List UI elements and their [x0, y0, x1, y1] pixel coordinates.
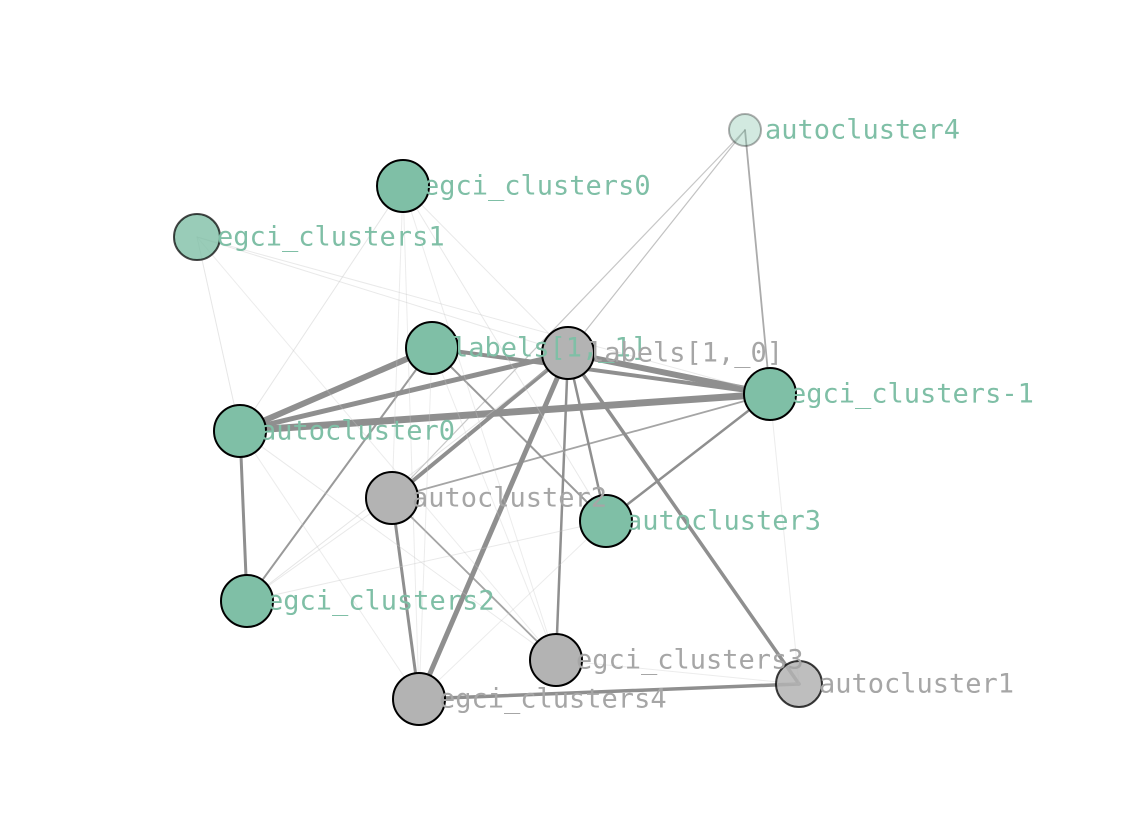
node-label-egci_clusters-1: egci_clusters-1	[790, 379, 1034, 410]
edge-autocluster2-egci_clusters4	[390, 496, 421, 701]
edge-labels_1_1-egci_clusters-1	[430, 346, 772, 396]
edge-labels_1_0-autocluster1	[566, 351, 801, 686]
edge-autocluster2-egci_clusters3	[391, 497, 557, 661]
edge-labels_1_0-autocluster3	[566, 351, 608, 523]
edge-layer	[196, 129, 801, 702]
node-label-egci_clusters4: egci_clusters4	[439, 684, 667, 715]
edge-autocluster0-egci_clusters-1	[236, 390, 774, 435]
edge-labels_1_1-egci_clusters2	[246, 347, 433, 602]
node-label-autocluster3: autocluster3	[626, 506, 821, 537]
node-layer	[173, 113, 823, 726]
edge-egci_clusters-1-autocluster1	[769, 393, 800, 685]
edge-autocluster4-autocluster2	[391, 129, 746, 499]
node-egci_clusters2[interactable]	[220, 574, 274, 628]
node-label-labels_1_0: labels[1,_0]	[588, 338, 783, 369]
edge-egci_clusters3-autocluster1	[555, 659, 800, 685]
node-label-egci_clusters0: egci_clusters0	[423, 171, 651, 202]
edge-egci_clusters0-labels_1_0	[402, 185, 569, 354]
edge-autocluster4-egci_clusters-1	[744, 129, 771, 395]
node-egci_clusters-1[interactable]	[743, 367, 797, 421]
edge-egci_clusters1-labels_1_0	[196, 236, 569, 354]
node-label-egci_clusters2: egci_clusters2	[267, 586, 495, 617]
node-autocluster3[interactable]	[579, 494, 633, 548]
node-label-autocluster1: autocluster1	[819, 669, 1014, 700]
edge-labels_1_0-egci_clusters4	[416, 350, 571, 702]
edge-autocluster2-egci_clusters-1	[391, 393, 771, 499]
edge-labels_1_1-egci_clusters4	[418, 347, 433, 700]
edge-egci_clusters0-autocluster2	[391, 185, 404, 499]
edge-autocluster0-egci_clusters3	[239, 430, 557, 661]
node-label-egci_clusters3: egci_clusters3	[576, 645, 804, 676]
edge-labels_1_0-autocluster2	[390, 351, 570, 500]
node-label-labels_1_1: labels[1,_1]	[452, 333, 647, 364]
edge-labels_1_1-egci_clusters3	[431, 347, 557, 661]
node-label-autocluster0: autocluster0	[260, 416, 455, 447]
node-egci_clusters3[interactable]	[529, 633, 583, 687]
edge-egci_clusters2-autocluster3	[246, 520, 607, 602]
edge-egci_clusters0-egci_clusters3	[402, 185, 557, 661]
edge-autocluster0-labels_1_0	[237, 350, 571, 434]
edge-egci_clusters1-autocluster0	[196, 236, 241, 432]
edge-autocluster0-egci_clusters4	[239, 430, 420, 700]
edge-autocluster4-labels_1_0	[567, 129, 746, 354]
node-egci_clusters4[interactable]	[392, 672, 446, 726]
node-autocluster4[interactable]	[728, 113, 762, 147]
node-autocluster1[interactable]	[775, 660, 823, 708]
label-layer: autocluster4 egci_clusters0 egci_clusters1…	[217, 115, 1034, 715]
node-egci_clusters1[interactable]	[173, 213, 221, 261]
edge-egci_clusters2-autocluster2	[246, 497, 393, 602]
node-label-autocluster2: autocluster2	[412, 483, 607, 514]
edge-autocluster3-egci_clusters-1	[604, 392, 772, 523]
edge-egci_clusters0-egci_clusters4	[402, 185, 420, 700]
edge-egci_clusters0-autocluster3	[402, 185, 607, 522]
edge-egci_clusters0-autocluster0	[239, 185, 404, 432]
edge-labels_1_0-egci_clusters-1	[565, 350, 773, 397]
edge-egci_clusters1-egci_clusters3	[196, 236, 557, 661]
node-autocluster2[interactable]	[365, 471, 419, 525]
edge-egci_clusters4-autocluster3	[418, 520, 607, 700]
edge-autocluster0-labels_1_1	[237, 345, 435, 434]
edge-egci_clusters1-egci_clusters-1	[196, 236, 771, 395]
node-autocluster0[interactable]	[213, 404, 267, 458]
edge-labels_1_1-autocluster3	[431, 347, 607, 522]
edge-autocluster0-egci_clusters2	[238, 429, 249, 603]
node-label-autocluster4: autocluster4	[765, 115, 960, 146]
node-labels_1_1[interactable]	[405, 321, 459, 375]
node-labels_1_0[interactable]	[541, 326, 595, 380]
edge-egci_clusters4-autocluster1	[417, 682, 801, 701]
edge-labels_1_0-egci_clusters3	[554, 351, 570, 662]
node-label-egci_clusters1: egci_clusters1	[217, 222, 445, 253]
node-egci_clusters0[interactable]	[376, 159, 430, 213]
